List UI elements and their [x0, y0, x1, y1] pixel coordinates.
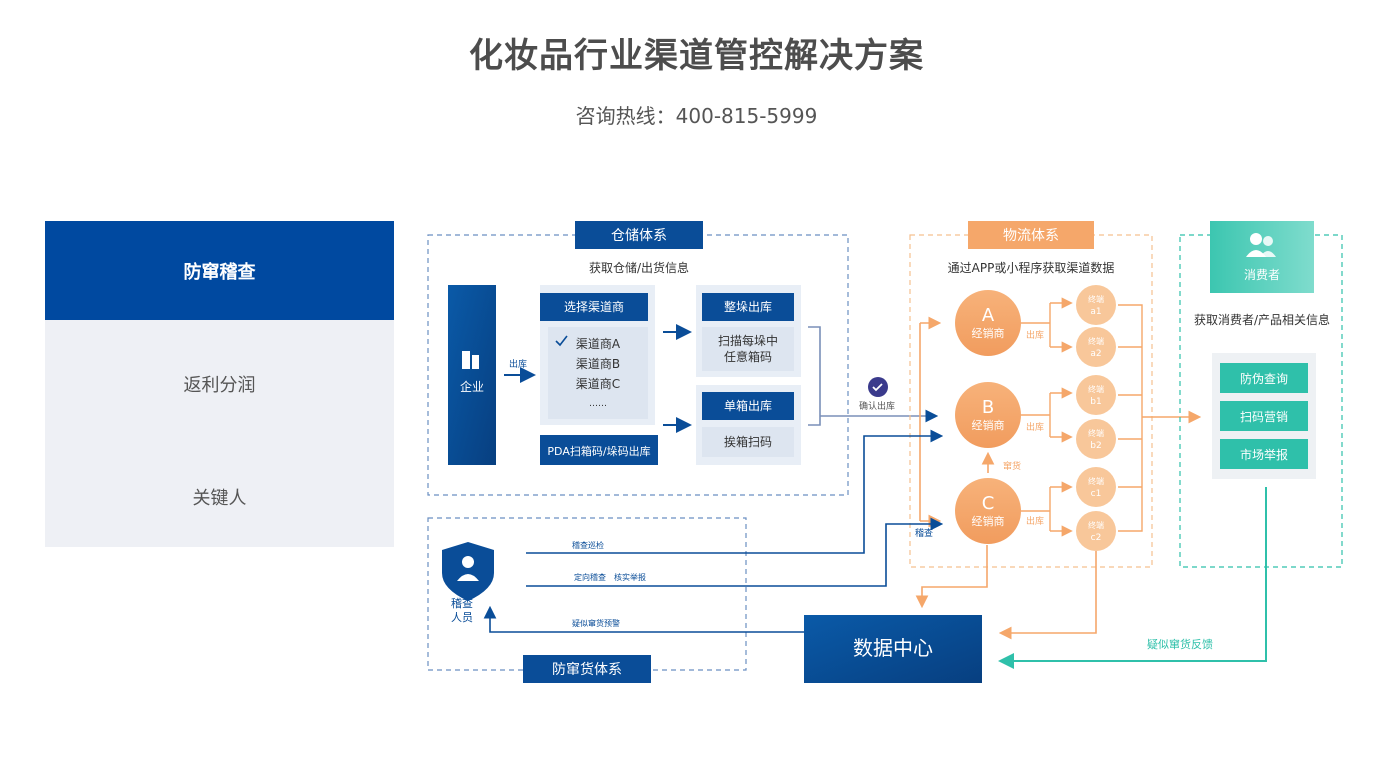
consumer-title: 消费者 [1244, 268, 1280, 282]
terminal-b2-label: 终端 [1088, 428, 1104, 438]
anti-fake-button [1220, 363, 1308, 393]
pallet-scan-label-2: 任意箱码 [724, 349, 772, 364]
inspect-label: 稽查 [915, 527, 933, 539]
terminal-c1-id: c1 [1091, 489, 1102, 499]
users-icon [1246, 233, 1276, 257]
channel-diagram: 仓储体系 获取仓储/出货信息 企业 出库 选择渠道商 渠道商A 渠道商B 渠道商… [427, 221, 1343, 683]
warehouse-subtitle: 获取仓储/出货信息 [589, 260, 689, 275]
terminal-b2-id: b2 [1090, 441, 1101, 451]
terminal-b1: 终端 b1 [1076, 375, 1116, 415]
dealer-b-letter: B [982, 397, 994, 418]
tab-anti-cross[interactable]: 防窜稽查 [45, 221, 394, 320]
confirm-label: 确认出库 [859, 400, 895, 412]
anti-cross-title-box [523, 655, 651, 683]
terminal-a2-id: a2 [1090, 349, 1101, 359]
warehouse-system: 仓储体系 获取仓储/出货信息 企业 出库 选择渠道商 渠道商A 渠道商B 渠道商… [427, 221, 939, 496]
dealer-a-node [955, 290, 1021, 356]
inspector-label-1: 稽查 [451, 596, 473, 610]
dealer-a-letter: A [982, 305, 995, 326]
select-dealer-label: 选择渠道商 [564, 299, 624, 314]
terminal-a1-id: a1 [1090, 307, 1101, 317]
dealer-more: …… [589, 399, 607, 409]
anti-cross-system: 防窜货体系 稽查 人员 稽查巡检 定向稽查 核实举报 稽查 疑似窜货预警 [427, 429, 944, 683]
warehouse-title-box [575, 221, 703, 249]
out-label-c: 出库 [1026, 515, 1044, 527]
warning-label: 疑似窜货预警 [572, 618, 620, 628]
tab-rebate[interactable]: 返利分润 [183, 374, 256, 396]
logistics-title-box [968, 221, 1094, 249]
dealer-c-node [955, 478, 1021, 544]
select-dealer-box [540, 293, 648, 321]
targeted-label: 定向稽查 核实举报 [574, 572, 646, 582]
terminal-a2-label: 终端 [1088, 336, 1104, 346]
dealer-c: 渠道商C [576, 376, 620, 391]
data-center-box [804, 615, 982, 683]
page-title: 化妆品行业渠道管控解决方案 [469, 36, 924, 76]
inspector-shield-icon [442, 542, 494, 601]
anti-cross-title: 防窜货体系 [552, 661, 622, 678]
logistics-system: 物流体系 通过APP或小程序获取渠道数据 A 经销商 B 经销商 C 经销商 窜… [909, 221, 1202, 640]
box-out-box [702, 392, 794, 420]
terminal-b1-id: b1 [1090, 397, 1101, 407]
terminal-b1-label: 终端 [1088, 384, 1104, 394]
building-icon [462, 351, 479, 369]
anti-fake-label: 防伪查询 [1240, 371, 1288, 386]
market-report-label: 市场举报 [1240, 447, 1288, 462]
box-scan-label: 挨箱扫码 [724, 434, 772, 449]
pallet-out-label: 整垛出库 [724, 299, 772, 314]
solution-tabs: 防窜稽查 返利分润 关键人 [45, 221, 394, 547]
terminal-c1-label: 终端 [1088, 476, 1104, 486]
consumer-subtitle: 获取消费者/产品相关信息 [1194, 312, 1330, 327]
data-center-label: 数据中心 [853, 636, 933, 660]
pallet-scan-label: 扫描每垛中 [718, 333, 778, 348]
pda-label: PDA扫箱码/垛码出库 [547, 444, 650, 458]
patrol-label: 稽查巡检 [572, 540, 604, 550]
terminal-c2-label: 终端 [1088, 520, 1104, 530]
warehouse-title: 仓储体系 [611, 228, 667, 244]
out-label-b: 出库 [1026, 421, 1044, 433]
terminal-a2: 终端 a2 [1076, 327, 1116, 367]
logistics-subtitle: 通过APP或小程序获取渠道数据 [948, 260, 1115, 275]
dealer-a: 渠道商A [576, 336, 621, 351]
terminal-c2-id: c2 [1091, 533, 1102, 543]
hotline-text: 咨询热线：400-815-5999 [575, 104, 818, 128]
dealer-c-letter: C [982, 493, 995, 514]
dealer-c-text: 经销商 [972, 514, 1005, 528]
tab-key-person[interactable]: 关键人 [192, 488, 247, 509]
pda-box [540, 435, 658, 465]
out-label: 出库 [509, 358, 527, 370]
terminal-a1-label: 终端 [1088, 294, 1104, 304]
cross-label: 窜货 [1003, 460, 1021, 472]
dealer-b: 渠道商B [576, 356, 620, 371]
logistics-title: 物流体系 [1003, 228, 1059, 244]
box-out-label: 单箱出库 [724, 398, 772, 413]
terminal-c2: 终端 c2 [1076, 511, 1116, 551]
dealer-b-text: 经销商 [972, 418, 1005, 432]
terminal-b2: 终端 b2 [1076, 419, 1116, 459]
inspector-label-2: 人员 [451, 611, 473, 624]
market-report-button [1220, 439, 1308, 469]
terminal-c1: 终端 c1 [1076, 467, 1116, 507]
scan-marketing-label: 扫码营销 [1240, 410, 1288, 424]
check-icon [555, 335, 568, 347]
pallet-out-box [702, 293, 794, 321]
enterprise-block [448, 285, 496, 465]
out-label-a: 出库 [1026, 329, 1044, 341]
terminal-a1: 终端 a1 [1076, 285, 1116, 325]
dealer-b-node [955, 382, 1021, 448]
feedback-label: 疑似窜货反馈 [1147, 637, 1213, 651]
consumer-system: 消费者 获取消费者/产品相关信息 防伪查询 扫码营销 市场举报 疑似窜货反馈 [998, 221, 1343, 669]
dealer-a-text: 经销商 [972, 326, 1005, 340]
scan-marketing-button [1220, 401, 1308, 431]
enterprise-label: 企业 [460, 379, 484, 394]
